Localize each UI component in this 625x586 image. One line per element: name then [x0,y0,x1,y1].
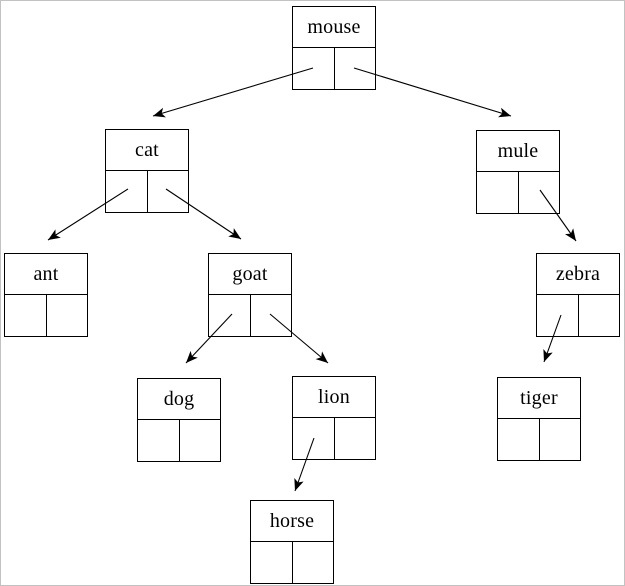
tree-node-ant: ant [4,253,88,337]
pointer-cells [293,48,375,89]
pointer-cells [138,420,220,461]
tree-node-zebra: zebra [536,253,620,337]
node-label: mule [477,131,559,172]
right-pointer-cell [148,171,189,212]
right-pointer-cell [47,295,88,336]
left-pointer-cell [498,419,540,460]
right-pointer-cell [519,172,560,213]
pointer-cells [106,171,188,212]
tree-node-tiger: tiger [497,377,581,461]
tree-node-horse: horse [250,500,334,584]
edge-mouse-cat [152,67,314,118]
right-pointer-cell [293,542,334,583]
tree-node-goat: goat [208,253,292,337]
right-pointer-cell [335,48,376,89]
left-pointer-cell [537,295,579,336]
right-pointer-cell [579,295,620,336]
edge-mouse-mule [353,67,512,118]
node-label: zebra [537,254,619,295]
node-label: ant [5,254,87,295]
pointer-cells [498,419,580,460]
node-label: dog [138,379,220,420]
right-pointer-cell [335,418,376,459]
node-label: cat [106,130,188,171]
pointer-cells [251,542,333,583]
left-pointer-cell [209,295,251,336]
left-pointer-cell [138,420,180,461]
pointer-cells [477,172,559,213]
pointer-cells [537,295,619,336]
left-pointer-cell [106,171,148,212]
tree-node-cat: cat [105,129,189,213]
tree-node-lion: lion [292,376,376,460]
right-pointer-cell [540,419,581,460]
tree-node-mule: mule [476,130,560,214]
left-pointer-cell [251,542,293,583]
left-pointer-cell [477,172,519,213]
node-label: lion [293,377,375,418]
pointer-cells [5,295,87,336]
pointer-cells [293,418,375,459]
node-label: tiger [498,378,580,419]
tree-node-dog: dog [137,378,221,462]
right-pointer-cell [251,295,292,336]
left-pointer-cell [293,48,335,89]
pointer-cells [209,295,291,336]
left-pointer-cell [5,295,47,336]
node-label: horse [251,501,333,542]
tree-node-mouse: mouse [292,6,376,90]
left-pointer-cell [293,418,335,459]
node-label: mouse [293,7,375,48]
node-label: goat [209,254,291,295]
right-pointer-cell [180,420,221,461]
